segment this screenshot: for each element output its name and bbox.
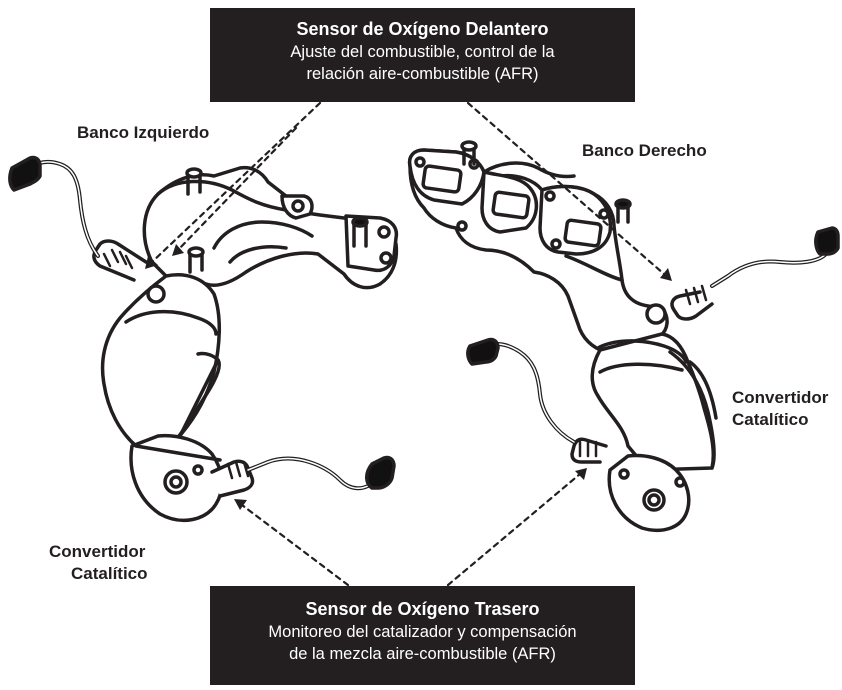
front-sensor-desc-line1: Ajuste del combustible, control de la (210, 41, 635, 63)
right-bank-label: Banco Derecho (582, 140, 707, 161)
rear-pointer-left (242, 505, 348, 585)
right-catalytic-converter (592, 334, 716, 530)
left-converter-label-line1: Convertidor (49, 541, 145, 562)
left-converter-label-line2: Catalítico (71, 563, 148, 584)
left-exhaust-manifold (144, 168, 396, 288)
right-front-o2-sensor (672, 228, 838, 319)
rear-sensor-desc-line1: Monitoreo del catalizador y compensación (210, 621, 635, 643)
left-catalytic-converter (103, 275, 222, 521)
right-exhaust-manifold (410, 142, 667, 352)
front-sensor-callout: Sensor de Oxígeno Delantero Ajuste del c… (210, 8, 635, 102)
rear-pointer-right (448, 474, 580, 585)
rear-sensor-desc-line2: de la mezcla aire-combustible (AFR) (210, 643, 635, 665)
front-sensor-desc-line2: relación aire-combustible (AFR) (210, 63, 635, 85)
left-rear-o2-sensor (212, 457, 394, 496)
right-converter-label-line2: Catalítico (732, 409, 809, 430)
arrowhead-rear-right (575, 468, 587, 480)
rear-sensor-callout: Sensor de Oxígeno Trasero Monitoreo del … (210, 586, 635, 685)
front-sensor-title: Sensor de Oxígeno Delantero (210, 18, 635, 41)
right-converter-label-line1: Convertidor (732, 387, 828, 408)
rear-sensor-title: Sensor de Oxígeno Trasero (210, 598, 635, 621)
pointer-lines (152, 103, 664, 585)
left-bank-label: Banco Izquierdo (77, 122, 209, 143)
left-front-o2-sensor (10, 157, 146, 280)
arrowhead-front-right (660, 268, 672, 281)
right-rear-o2-sensor (468, 339, 606, 462)
arrowhead-rear-left (234, 499, 247, 510)
